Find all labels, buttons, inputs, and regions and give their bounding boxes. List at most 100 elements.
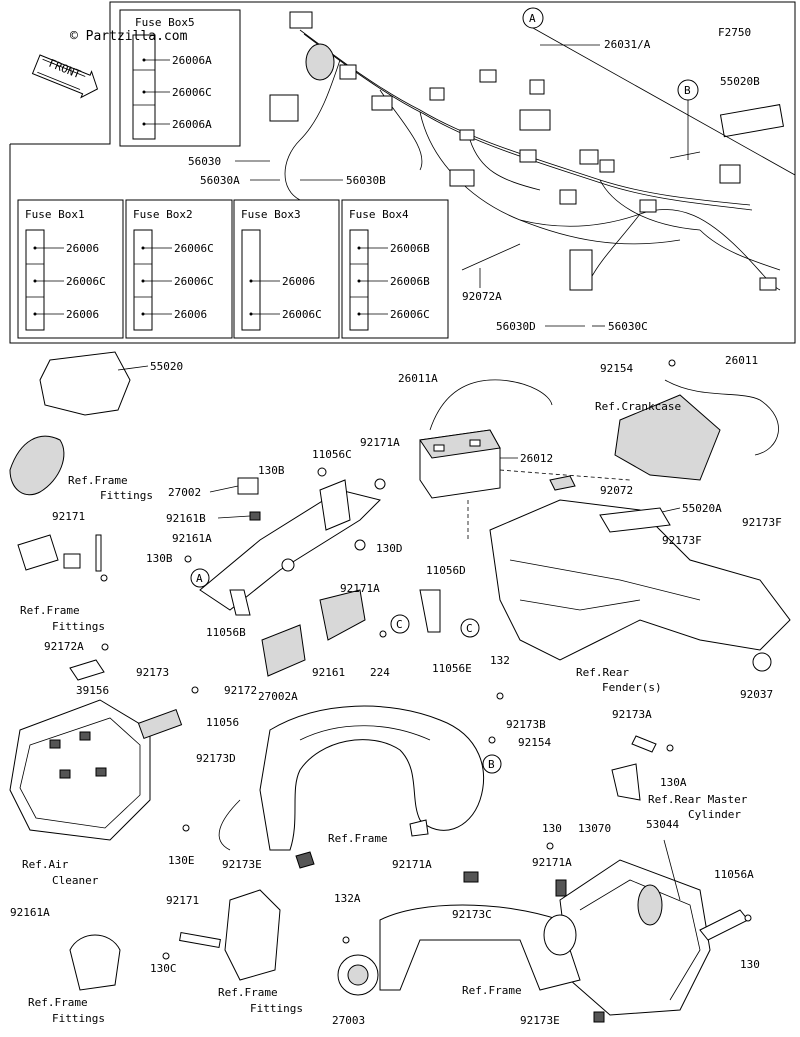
ecu-bracket-assembly: [199, 467, 386, 677]
clamp-92173c: [463, 871, 479, 883]
part-label: 92172A: [44, 640, 84, 653]
fuse-box-2: Fuse Box2 26006C 26006C 26006: [125, 199, 233, 339]
frame-fitting-bottom-center: [224, 889, 281, 981]
part-label: 26011A: [398, 372, 438, 385]
clamp-92173e-lower: [593, 1011, 605, 1023]
main-wiring-harness: [269, 11, 781, 291]
part-label: Ref.Frame: [20, 604, 80, 617]
part-label: Ref.Frame: [218, 986, 278, 999]
fuse-box-1: Fuse Box1 26006 26006C 26006: [17, 199, 124, 339]
fuse-box-title: Fuse Box4: [349, 208, 409, 221]
part-label: 92072: [600, 484, 633, 497]
callout-label: C: [396, 618, 403, 631]
relay-11056: [137, 709, 183, 739]
fuse-item: 26006A: [172, 118, 212, 131]
clamp-92171-left: [17, 534, 108, 582]
part-label: 130B: [258, 464, 285, 477]
clamp-92173d: [218, 799, 241, 851]
callout-label: A: [196, 572, 203, 585]
bracket-11056b: [229, 589, 251, 616]
part-label: Ref.Frame: [462, 984, 522, 997]
fuse-box-title: Fuse Box1: [25, 208, 85, 221]
part-label: 92172: [224, 684, 257, 697]
part-label: 27002A: [258, 690, 298, 703]
part-label: Fittings: [52, 1012, 105, 1025]
part-label: 27003: [332, 1014, 365, 1027]
callout-b-lower: [482, 754, 502, 774]
battery-26012: [419, 429, 501, 499]
part-label: 39156: [76, 684, 109, 697]
fuse-item: 26006A: [172, 54, 212, 67]
part-label: 53044: [646, 818, 679, 831]
part-label: Cleaner: [52, 874, 99, 887]
part-label: 11056: [206, 716, 239, 729]
part-label: 13070: [578, 822, 611, 835]
strap-53044: [663, 839, 681, 901]
part-label: Fittings: [52, 620, 105, 633]
frame-fitting-bottom-left: [69, 934, 121, 991]
clamp-92173: [69, 659, 105, 681]
fuse-item: 26006: [66, 242, 99, 255]
part-label: 27002: [168, 486, 201, 499]
part-label: Fender(s): [602, 681, 662, 694]
part-label: 92154: [600, 362, 633, 375]
part-label: 56030A: [200, 174, 240, 187]
part-label: 92173F: [742, 516, 782, 529]
part-label: 11056D: [426, 564, 466, 577]
callout-label: C: [466, 622, 473, 635]
part-label: 130C: [150, 962, 177, 975]
fuse-item: 26006B: [390, 242, 430, 255]
part-label: 92173B: [506, 718, 546, 731]
fuse-box-title: Fuse Box5: [135, 16, 195, 29]
part-label: Ref.Frame: [328, 832, 388, 845]
air-cleaner-ref: [9, 699, 151, 841]
callout-label: B: [684, 84, 691, 97]
part-label: Fittings: [100, 489, 153, 502]
part-label: 224: [370, 666, 390, 679]
part-label: 56030D: [496, 320, 536, 333]
part-label: 92161A: [172, 532, 212, 545]
part-label: 92072A: [462, 290, 502, 303]
clamp-92173a: [631, 735, 657, 753]
part-label: Fittings: [250, 1002, 303, 1015]
crankcase-ref: [614, 394, 721, 481]
part-label: Ref.Rear Master: [648, 793, 748, 806]
fuse-item: 26006: [174, 308, 207, 321]
part-label: 130: [542, 822, 562, 835]
part-label: 92161: [312, 666, 345, 679]
frame-ref-center: [259, 705, 485, 851]
fuse-item: 26006C: [66, 275, 106, 288]
bracket-11056d: [419, 589, 441, 633]
part-label: 92154: [518, 736, 551, 749]
part-label: 11056C: [312, 448, 352, 461]
part-label: 130A: [660, 776, 687, 789]
fuse-item: 26006C: [282, 308, 322, 321]
part-label: 132: [490, 654, 510, 667]
fuse-box-3: Fuse Box3 26006 26006C: [233, 199, 340, 339]
part-label: 11056A: [714, 868, 754, 881]
part-label: Ref.Frame: [68, 474, 128, 487]
harness-panel-frame: [9, 1, 796, 344]
part-label: 55020A: [682, 502, 722, 515]
cable-26011: [664, 379, 779, 456]
horn-27003: [337, 954, 379, 996]
fuse-box-title: Fuse Box3: [241, 208, 301, 221]
fuse-item: 26006C: [390, 308, 430, 321]
clamp-92171a-lower: [555, 879, 567, 897]
bracket-master-cyl: [611, 763, 641, 801]
part-label: 130E: [168, 854, 195, 867]
callout-a-lower: [190, 568, 210, 588]
insulator-55020: [39, 351, 131, 416]
bracket-11056a: [699, 909, 749, 941]
part-label: 92173C: [452, 908, 492, 921]
fuse-box-4: Fuse Box4 26006B 26006B 26006C: [341, 199, 449, 339]
part-label: 132A: [334, 892, 361, 905]
part-label: 92173E: [222, 858, 262, 871]
part-label: 130D: [376, 542, 403, 555]
fuse-item: 26006B: [390, 275, 430, 288]
front-arrow-icon: [31, 54, 99, 99]
part-label: Cylinder: [688, 808, 741, 821]
part-label: 55020: [150, 360, 183, 373]
part-label: Ref.Frame: [28, 996, 88, 1009]
